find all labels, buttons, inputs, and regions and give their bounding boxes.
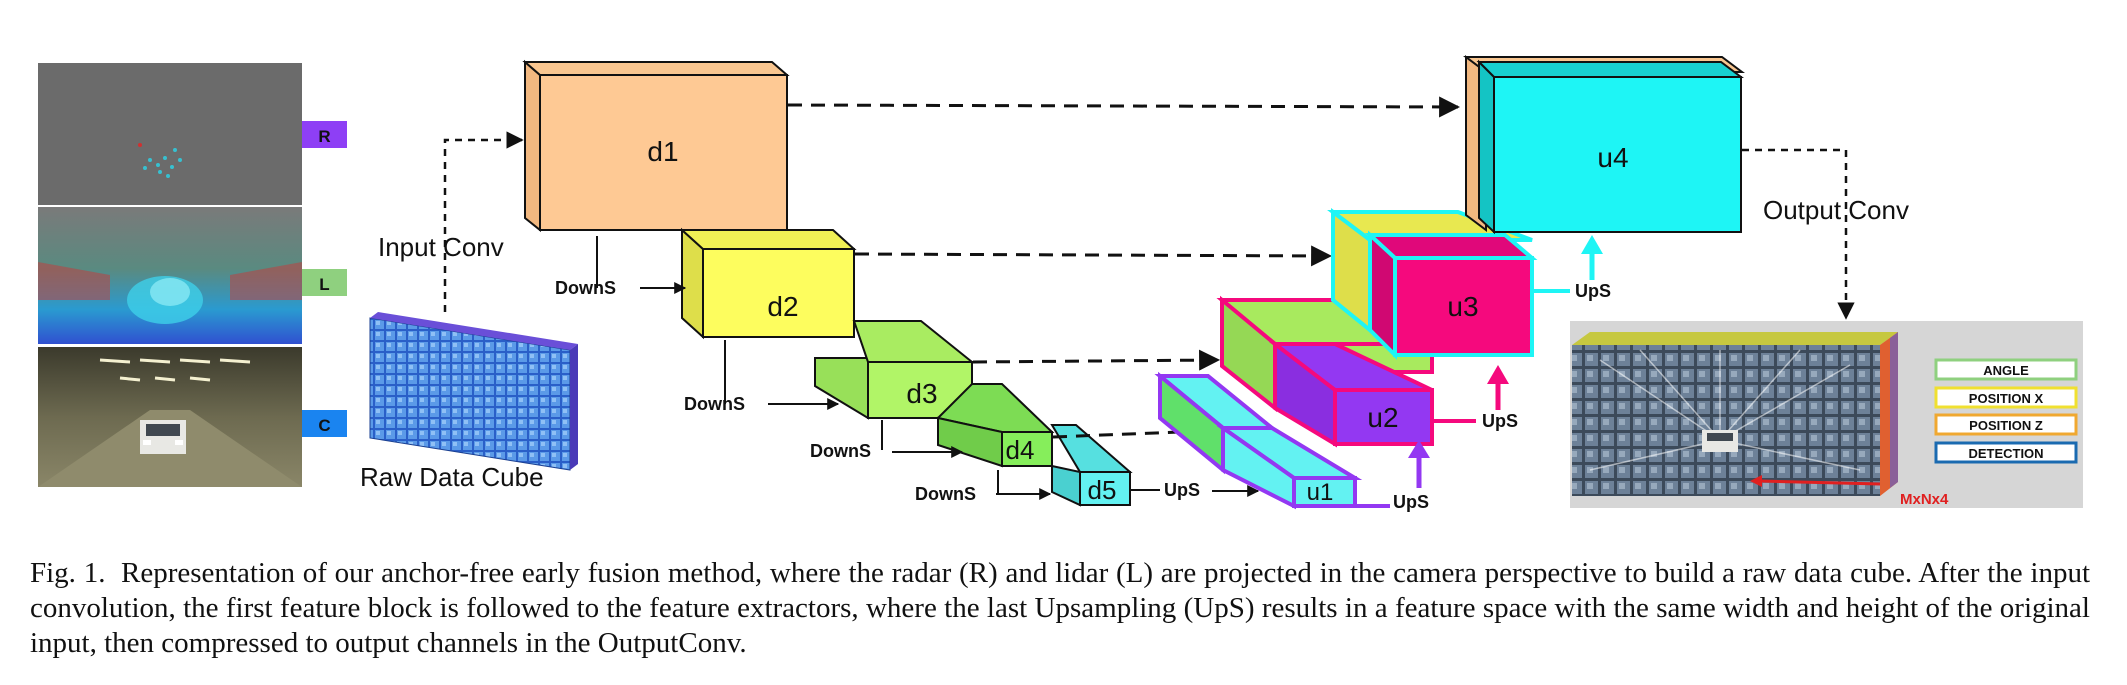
output-conv-arrow [1742, 148, 1855, 320]
block-d5: d5 [1050, 424, 1133, 507]
block-d3-label: d3 [906, 378, 937, 409]
architecture-diagram: R L C Raw Data Cube Input Conv d1 d2 d3 [38, 55, 2083, 512]
block-u4: u4 [1463, 55, 1745, 235]
block-u2: u2 [1216, 295, 1434, 448]
block-d4-label: d4 [1006, 435, 1035, 465]
sensor-tag-c: C [302, 410, 347, 437]
svg-text:R: R [318, 127, 330, 146]
block-d2-label: d2 [767, 291, 798, 322]
block-u3-label: u3 [1447, 291, 1478, 322]
downs-label-4: DownS [915, 484, 976, 504]
block-d2: d2 [679, 227, 857, 340]
svg-text:POSITION X: POSITION X [1969, 391, 2044, 406]
input-conv-arrow [443, 131, 524, 312]
figure-caption: Fig. 1. Representation of our anchor-fre… [30, 556, 2090, 661]
caption-text: Representation of our anchor-free early … [30, 557, 2091, 659]
block-u1-label: u1 [1307, 479, 1334, 506]
block-u4-label: u4 [1597, 142, 1628, 173]
raw-data-cube-label: Raw Data Cube [360, 462, 544, 492]
output-conv-label: Output Conv [1763, 195, 1909, 225]
block-d5-label: d5 [1088, 475, 1117, 505]
car-icon [140, 420, 186, 454]
sensor-tag-l: L [302, 269, 347, 296]
block-d1-label: d1 [647, 136, 678, 167]
output-detection: DETECTION [1934, 441, 2078, 464]
block-d4: d4 [935, 383, 1055, 468]
ups-label-2: UpS [1393, 492, 1429, 512]
ups-label-1: UpS [1164, 480, 1200, 500]
input-conv-label: Input Conv [378, 232, 504, 262]
block-u3: u3 [1327, 207, 1538, 360]
car-icon [1702, 430, 1738, 452]
ups-label-3: UpS [1482, 411, 1518, 431]
downs-label-1: DownS [555, 278, 616, 298]
svg-text:ANGLE: ANGLE [1983, 363, 2029, 378]
block-d1: d1 [522, 59, 790, 233]
output-panel: MxNx4 [1570, 321, 2083, 508]
block-u1: u1 [1154, 371, 1363, 510]
block-u2-label: u2 [1367, 402, 1398, 433]
output-position-x: POSITION X [1934, 386, 2078, 409]
ups-label-4: UpS [1575, 281, 1611, 301]
raw-data-cube [369, 312, 578, 471]
svg-text:C: C [318, 416, 330, 435]
output-angle: ANGLE [1934, 358, 2078, 381]
svg-text:DETECTION: DETECTION [1968, 446, 2043, 461]
camera-image [38, 347, 302, 487]
caption-label: Fig. 1. [30, 557, 106, 589]
sensor-tag-r: R [302, 121, 347, 148]
svg-text:L: L [319, 275, 329, 294]
downs-label-2: DownS [684, 394, 745, 414]
downs-label-3: DownS [810, 441, 871, 461]
svg-text:POSITION Z: POSITION Z [1969, 418, 2043, 433]
radar-image [38, 63, 302, 205]
output-dim-label: MxNx4 [1900, 491, 1949, 508]
lidar-image [38, 207, 302, 344]
output-position-z: POSITION Z [1934, 413, 2078, 436]
